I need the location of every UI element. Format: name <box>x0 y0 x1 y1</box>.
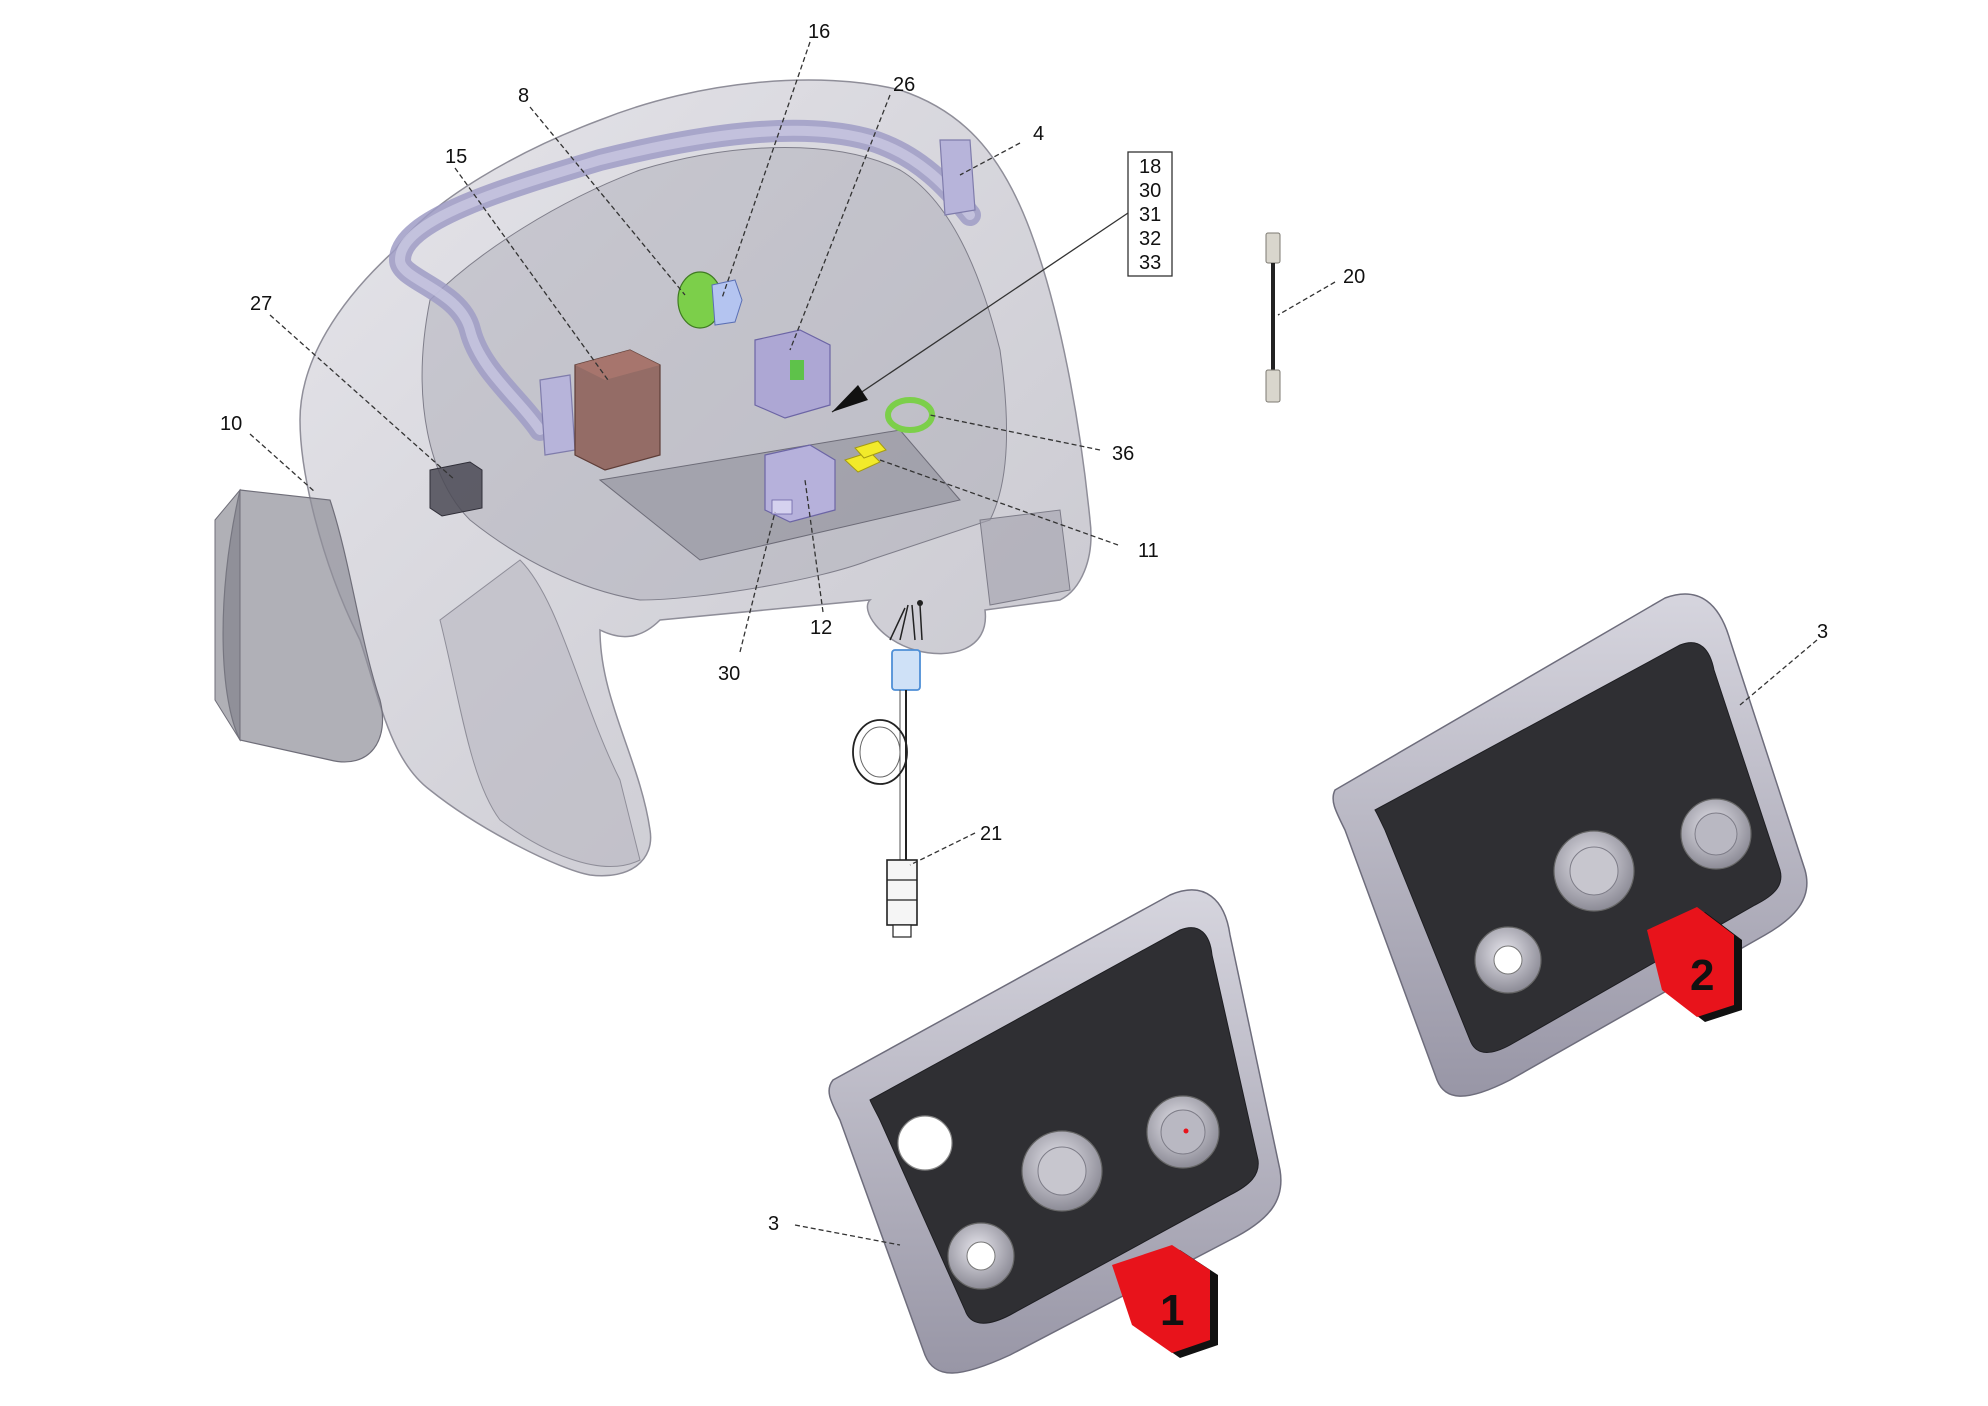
leader-lines <box>249 41 1818 1246</box>
hose-part-4 <box>388 119 981 456</box>
reference-item: 31 <box>1139 204 1161 226</box>
reference-list-box: 18 30 31 32 33 <box>1127 151 1173 277</box>
reference-item: 32 <box>1139 228 1161 250</box>
view-badge-1: 1 <box>1112 1245 1218 1358</box>
housing-assembly <box>214 79 1092 877</box>
panel-face-left <box>869 927 1259 1324</box>
callout-21: 21 <box>980 823 1002 845</box>
callout-27: 27 <box>250 293 272 315</box>
control-panel-right: 2 <box>1332 593 1808 1097</box>
callout-8: 8 <box>518 85 529 107</box>
cable-part-20 <box>1265 232 1281 403</box>
callout-4: 4 <box>1033 123 1044 145</box>
callout-36: 36 <box>1112 443 1134 465</box>
callout-16: 16 <box>808 21 830 43</box>
internal-components <box>429 271 935 523</box>
view-badge-2: 2 <box>1647 907 1742 1022</box>
relay-part-27 <box>429 461 483 517</box>
callout-3-right: 3 <box>1817 621 1828 643</box>
callout-12: 12 <box>810 617 832 639</box>
control-panel-left: 1 <box>828 889 1282 1374</box>
callout-labels: 16 26 8 4 15 27 10 20 36 11 12 30 21 3 3 <box>220 21 1828 1235</box>
knob-hole-left <box>897 1115 953 1171</box>
callout-30: 30 <box>718 663 740 685</box>
callout-10: 10 <box>220 413 242 435</box>
power-cable-part-21 <box>852 600 923 938</box>
reference-item: 33 <box>1139 252 1161 274</box>
callout-15: 15 <box>445 146 467 168</box>
housing-front-skirt <box>439 559 641 867</box>
reference-item: 30 <box>1139 180 1161 202</box>
callout-26: 26 <box>893 74 915 96</box>
callout-3-left: 3 <box>768 1213 779 1235</box>
badge-1-label: 1 <box>1160 1286 1184 1335</box>
reference-item: 18 <box>1139 156 1161 178</box>
callout-11: 11 <box>1138 540 1159 562</box>
badge-2-label: 2 <box>1690 951 1714 1000</box>
connector-part-16 <box>711 279 743 326</box>
callout-20: 20 <box>1343 266 1365 288</box>
